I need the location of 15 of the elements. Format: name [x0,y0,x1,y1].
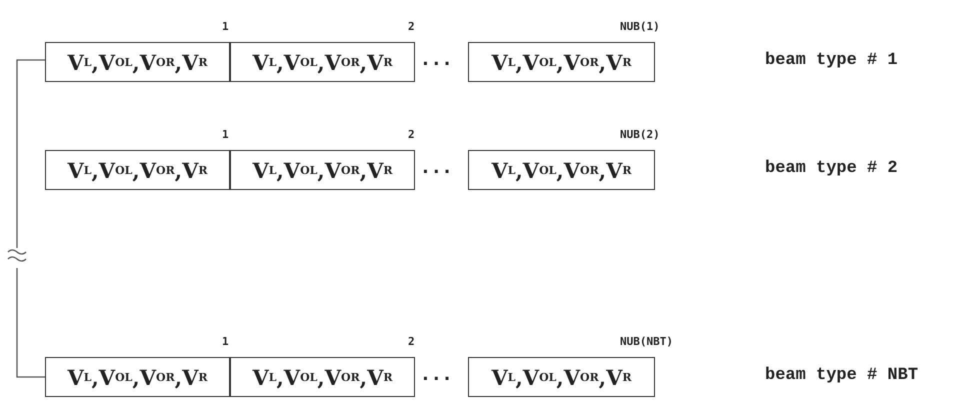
ellipsis: ... [420,49,453,70]
index-label: NUB(2) [620,128,660,141]
row-label: beam type # NBT [765,366,918,385]
index-label: 1 [222,128,229,141]
row-label: beam type # 2 [765,159,898,178]
index-label: 1 [222,335,229,348]
index-label: 1 [222,20,229,33]
ellipsis: ... [420,364,453,385]
index-label: NUB(1) [620,20,660,33]
index-label: 2 [408,335,415,348]
row-label: beam type # 1 [765,51,898,70]
index-label: 2 [408,128,415,141]
index-label: NUB(NBT) [620,335,673,348]
index-label: 2 [408,20,415,33]
ellipsis: ... [420,157,453,178]
